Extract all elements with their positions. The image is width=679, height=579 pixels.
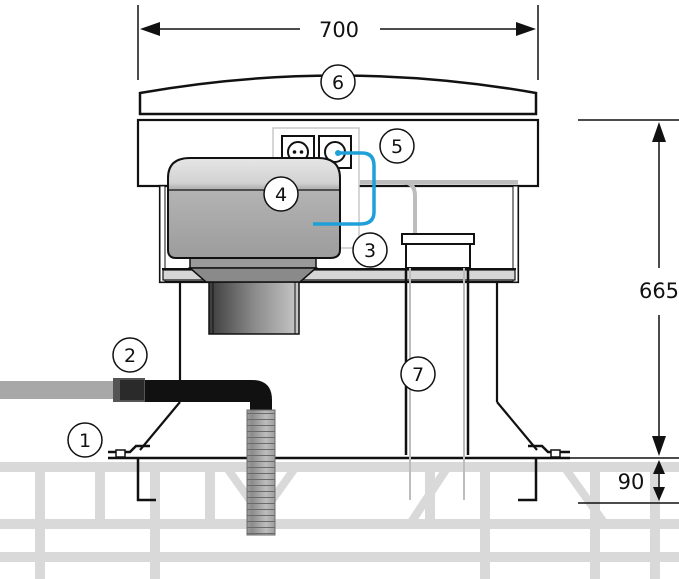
base-height-dimension — [578, 460, 679, 504]
height-dimension-label: 665 — [639, 279, 679, 303]
width-dimension — [137, 5, 539, 80]
lower-housing — [139, 282, 538, 451]
svg-text:5: 5 — [391, 136, 403, 158]
svg-text:2: 2 — [124, 345, 136, 367]
svg-text:3: 3 — [364, 240, 376, 262]
base-height-dimension-label: 90 — [618, 470, 645, 494]
roof-truss-frame — [0, 462, 679, 579]
callout-6: 6 — [320, 64, 356, 100]
callout-5: 5 — [379, 128, 415, 164]
callout-7: 7 — [400, 356, 436, 392]
incoming-pipe — [0, 378, 276, 536]
motor — [167, 157, 341, 283]
width-dimension-label: 700 — [319, 18, 359, 42]
svg-text:6: 6 — [332, 72, 344, 94]
svg-text:7: 7 — [412, 364, 424, 386]
power-cable — [313, 151, 376, 226]
callout-4: 4 — [263, 176, 299, 212]
cable-plug — [335, 150, 341, 156]
mounting-screws — [115, 449, 561, 458]
air-duct — [208, 281, 300, 335]
callout-1: 1 — [67, 422, 103, 458]
callout-2: 2 — [112, 337, 148, 373]
svg-text:1: 1 — [79, 430, 91, 452]
svg-text:4: 4 — [275, 184, 287, 206]
callout-3: 3 — [352, 232, 388, 268]
base-plate — [108, 444, 570, 502]
